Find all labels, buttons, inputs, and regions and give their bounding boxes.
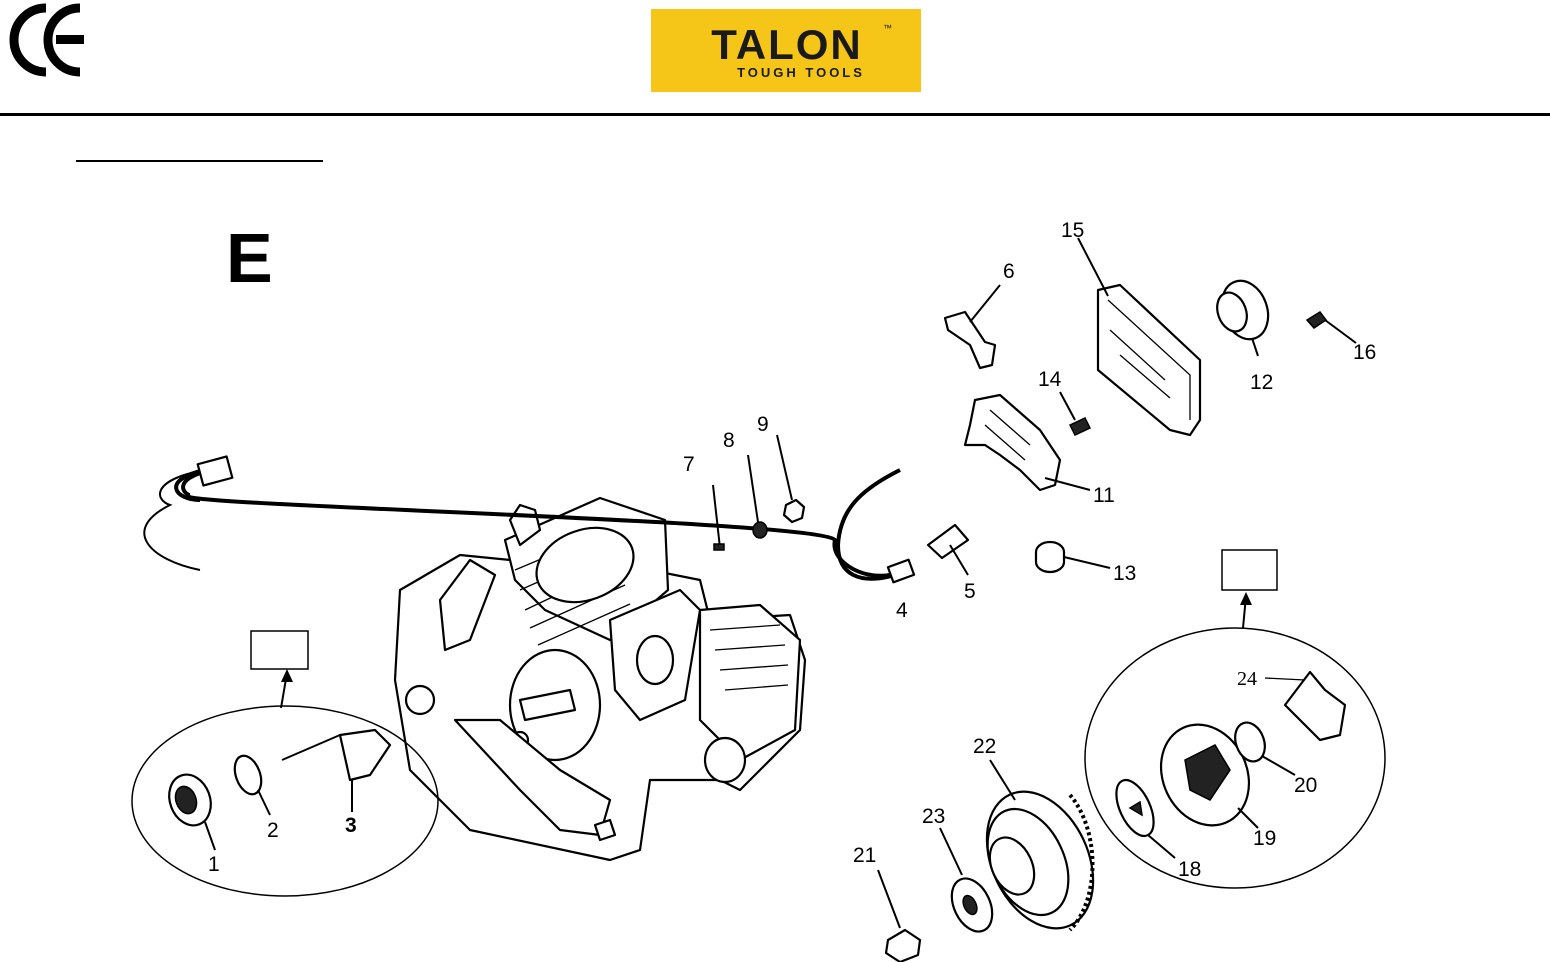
- callout-6: 6: [1003, 260, 1015, 283]
- part-23-washer-drawing: [939, 827, 994, 933]
- part-9-nut: [776, 434, 806, 524]
- engine-housing-drawing: [393, 496, 807, 862]
- part-22-clutch-drum-drawing: [985, 759, 1095, 932]
- part-4-ignition-cable-drawing: [143, 469, 206, 571]
- callout-1: 1: [208, 853, 220, 876]
- callout-2: 2: [267, 819, 279, 842]
- callout-7: 7: [683, 453, 695, 476]
- callout-21: 21: [853, 844, 876, 867]
- callout-16: 16: [1353, 341, 1376, 364]
- callout-13: 13: [1113, 562, 1136, 585]
- callout-5: 5: [964, 580, 976, 603]
- part-12-pulley-drawing: [1216, 279, 1270, 357]
- callout-15: 15: [1061, 219, 1084, 242]
- part-6-lever-drawing: [943, 284, 1001, 370]
- brand-name: TALON: [711, 21, 863, 68]
- part-14-screw-drawing: [1059, 391, 1092, 436]
- callout-11: 11: [1093, 484, 1115, 507]
- callout-18: 18: [1178, 858, 1201, 881]
- callout-3: 3: [345, 814, 357, 837]
- detail-view-right: [1084, 549, 1386, 889]
- part-16-bolt-drawing: [1305, 311, 1357, 344]
- callout-24: 24: [1237, 668, 1257, 690]
- header-divider: [0, 113, 1550, 116]
- part-5-plug-drawing: [926, 523, 970, 576]
- callout-8: 8: [723, 429, 735, 452]
- section-letter: E: [226, 219, 273, 297]
- callout-23: 23: [922, 805, 945, 828]
- section-title-underline: [76, 160, 323, 162]
- callout-20: 20: [1294, 774, 1317, 797]
- callout-4: 4: [896, 599, 908, 622]
- part-8-screw: [747, 454, 768, 539]
- brand-trademark: ™: [883, 23, 892, 33]
- part-4-ignition-cable: [181, 468, 891, 578]
- detail-view-left: [131, 630, 439, 897]
- brand-logo: TALON ™ TOUGH TOOLS: [651, 9, 921, 92]
- callout-22: 22: [973, 735, 996, 758]
- callout-12: 12: [1250, 371, 1273, 394]
- callout-14: 14: [1038, 368, 1062, 391]
- ce-mark-icon: [9, 3, 84, 77]
- part-7-pin: [712, 484, 725, 551]
- part-13-bushing-drawing: [1034, 540, 1111, 574]
- callout-19: 19: [1253, 827, 1276, 850]
- callout-9: 9: [757, 413, 769, 436]
- part-15-cover-plate-drawing: [1077, 237, 1202, 437]
- part-21-nut-drawing: [877, 869, 922, 962]
- part-11-bracket-drawing: [963, 393, 1091, 492]
- brand-tagline: TOUGH TOOLS: [737, 65, 865, 80]
